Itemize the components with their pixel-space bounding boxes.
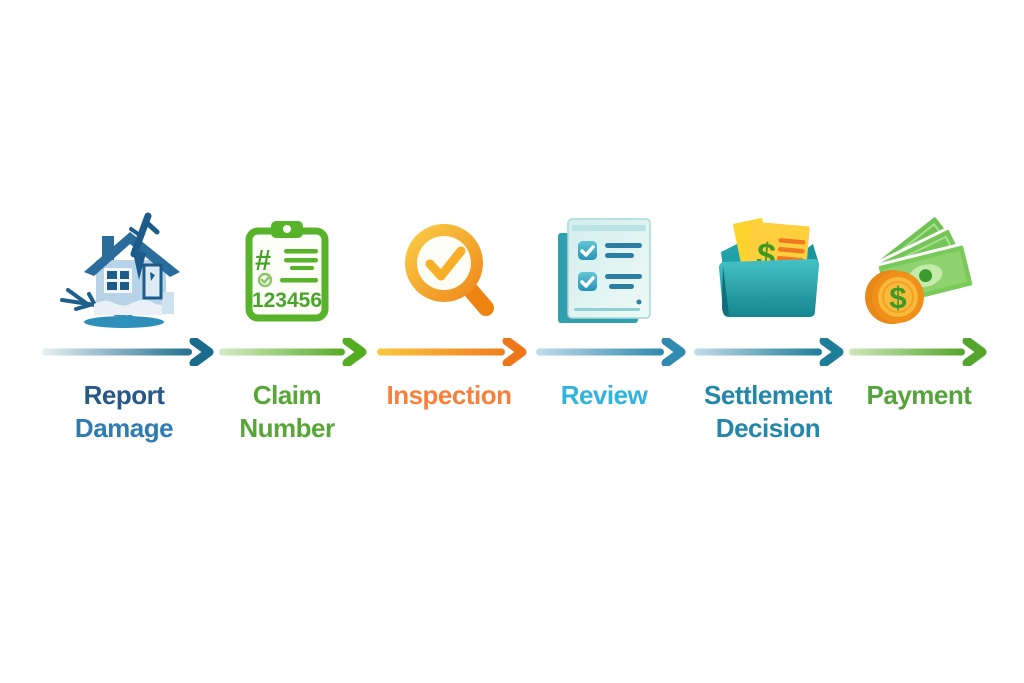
step-label-report-damage: Report Damage [74,379,174,445]
arrow-claim-to-inspection [219,338,367,366]
step-label-line: Review [560,380,648,410]
step-label-payment: Payment [867,379,972,412]
step-settlement-decision: $ Settlement Decision [663,205,873,445]
arrowhead [819,338,844,366]
step-claim-number: # 123456 Claim Number [182,205,392,445]
coin-dollar-symbol: $ [889,280,906,315]
step-label-inspection: Inspection [386,379,512,412]
step-label-line: Payment [866,380,972,410]
step-label-line: Settlement [704,380,832,410]
magnifier-icon-svg [405,224,494,316]
arrow-payment-out [849,338,987,366]
clipboard-hash-symbol: # [255,245,271,277]
step-label-line: Decision [715,413,821,443]
step-label-line: Damage [74,413,174,443]
folder-icon-svg: $ [719,218,819,317]
clipboard-icon-svg: # 123456 [245,221,329,322]
step-review: Review [499,205,709,412]
step-label-line: Claim [252,380,322,410]
clipboard-claim-number: 123456 [252,289,322,312]
cash-icon-svg: $ [865,215,976,324]
step-label-line: Report [83,380,165,410]
arrowhead [342,338,367,366]
arrowhead [661,338,686,366]
step-payment: $ Payment [814,205,1024,412]
step-label-line: Number [239,413,335,443]
claim-number-clipboard-icon: # 123456 [244,205,330,337]
cash-and-coin-icon: $ [858,205,980,337]
magnifier-checkmark-icon [402,205,496,337]
arrow-inspection-to-review [377,338,527,366]
step-inspection: Inspection [344,205,554,412]
step-label-line: Inspection [386,380,512,410]
arrow-settlement-to-payment [694,338,844,366]
checklist-icon-svg [558,217,651,323]
arrow-report-to-claim [42,338,214,366]
step-label-settlement-decision: Settlement Decision [704,379,832,445]
folder-dollar-documents-icon: $ [711,205,825,337]
arrowhead [189,338,214,366]
arrowhead [962,338,987,366]
step-label-claim-number: Claim Number [239,379,335,445]
arrowhead [502,338,527,366]
checklist-document-icon [552,205,656,337]
damaged-house-icon-svg [60,212,180,328]
arrow-review-to-settlement [536,338,686,366]
step-label-review: Review [561,379,648,412]
damaged-house-icon [58,205,190,337]
step-report-damage: Report Damage [19,205,229,445]
